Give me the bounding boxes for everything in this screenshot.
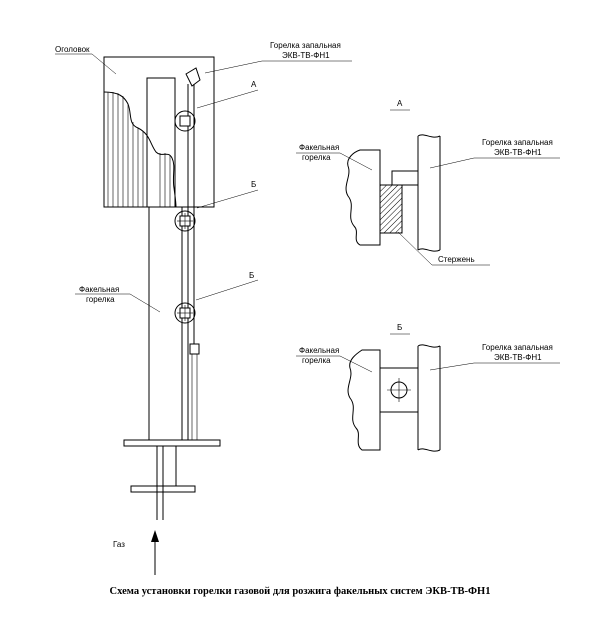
label-gas: Газ	[113, 540, 125, 549]
flare-head	[103, 56, 215, 208]
detail-a-rod	[379, 184, 403, 234]
main-assembly	[103, 56, 221, 575]
detail-b-flare-1: Факельная	[299, 346, 339, 355]
detail-b: Б Факельная горелка Горелка запальная ЭК…	[296, 323, 560, 452]
inner-pipe	[146, 77, 176, 208]
main-labels: Оголовок Горелка запальная ЭКВ-ТВ-ФН1 А …	[55, 41, 352, 549]
detail-a: А Факельная горелка Горелка запальная ЭК…	[296, 99, 560, 266]
label-ogolovok: Оголовок	[55, 45, 90, 54]
detail-b-pilot-2: ЭКВ-ТВ-ФН1	[494, 353, 542, 362]
detail-a-rod-label: Стержень	[438, 255, 475, 264]
label-pilot-main-1: Горелка запальная	[270, 41, 341, 50]
label-pilot-main-2: ЭКВ-ТВ-ФН1	[282, 51, 330, 60]
detail-b-title: Б	[397, 323, 402, 332]
detail-a-flare-1: Факельная	[299, 143, 339, 152]
head-cutaway	[103, 91, 177, 208]
clamp-a	[174, 110, 196, 132]
detail-a-flare-wall	[345, 149, 381, 246]
detail-a-pilot-wall	[417, 134, 441, 252]
diagram-caption: Схема установки горелки газовой для розж…	[110, 586, 491, 597]
detail-a-pilot-2: ЭКВ-ТВ-ФН1	[494, 148, 542, 157]
clamp-b2	[174, 302, 196, 324]
detail-b-pilot-1: Горелка запальная	[482, 343, 553, 352]
pilot-burner-tube	[185, 67, 201, 440]
label-flare-main-2: горелка	[86, 295, 115, 304]
clamp-b1	[174, 210, 196, 232]
detail-b-flare-wall	[347, 349, 381, 451]
detail-a-title: А	[397, 99, 403, 108]
gas-arrow	[151, 530, 159, 575]
detail-b-pilot-wall	[417, 344, 441, 452]
label-mark-a: А	[251, 80, 257, 89]
label-mark-b1: Б	[251, 180, 256, 189]
label-flare-main-1: Факельная	[79, 285, 119, 294]
detail-b-flare-2: горелка	[302, 356, 331, 365]
detail-a-pilot-1: Горелка запальная	[482, 138, 553, 147]
pilot-fitting	[189, 343, 200, 355]
detail-a-flare-2: горелка	[302, 153, 331, 162]
label-mark-b2: Б	[249, 271, 254, 280]
base-flange	[123, 439, 221, 447]
